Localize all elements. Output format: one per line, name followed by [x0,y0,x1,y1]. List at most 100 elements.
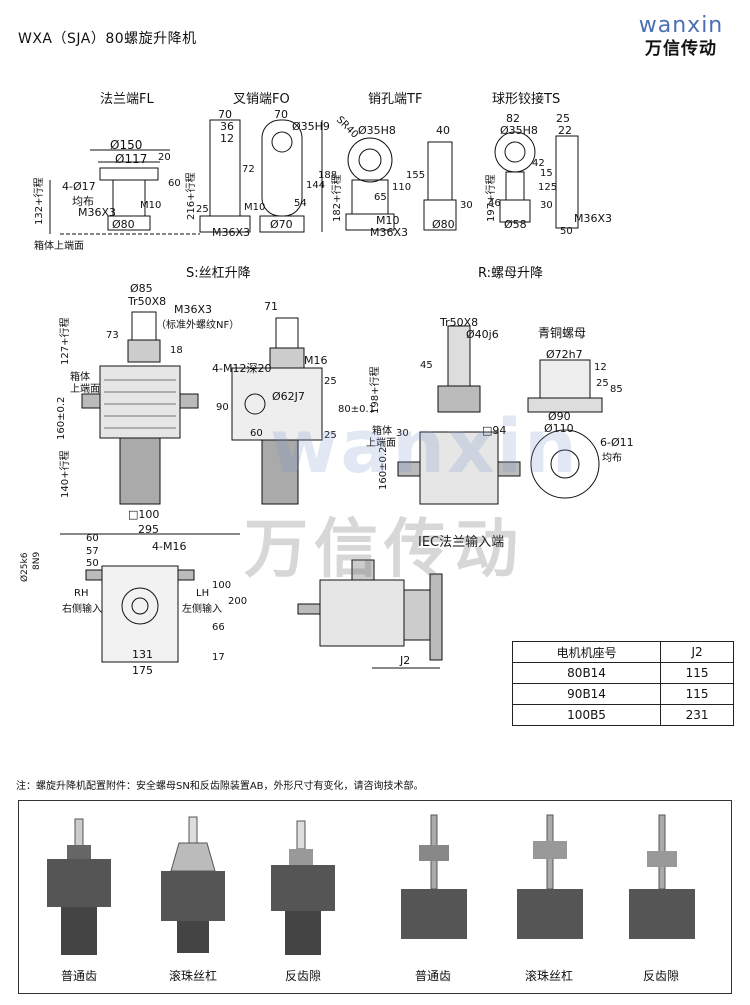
r-shaft-right [497,461,521,477]
end-fittings-drawing [49,119,579,235]
r-h160: 160±0.2 [378,446,389,490]
s-m12: 4-M12深20 [212,362,272,375]
r-tr: Tr50X8 [440,316,479,329]
bottom-m16: 4-M16 [152,540,187,553]
bottom-d25k6: Ø25k6 [20,552,30,582]
s-section-title: S:丝杠升降 [186,266,251,281]
fo-d36: 36 [220,120,234,133]
bottom-d50: 50 [86,558,99,569]
tf-m36: M36X3 [370,226,409,239]
bronze-d72: Ø72h7 [546,348,583,361]
fl-base [107,215,151,231]
iec-shaft [297,603,321,615]
s-side-nut [269,347,305,369]
tf-d80: Ø80 [432,218,455,231]
ts-d42: 42 [532,158,545,169]
s-h160: 160±0.2 [56,396,67,440]
footnote: 注：螺旋升降机配置附件：安全螺母SN和反齿隙装置AB，外形尺寸有变化，请咨询技术… [16,781,424,792]
bronze-nut-circle [530,429,600,499]
photo-label-1: 普通齿 [60,969,97,983]
ts-d22: 22 [558,124,572,137]
s-stroke-top: 127+行程 [60,317,71,365]
table-header-row: 电机机座号 J2 [511,641,734,663]
fo-d25: 25 [196,204,209,215]
photo-2 [161,816,225,953]
bronze-nut-body [539,359,591,401]
ts-d25: 25 [556,112,570,125]
fo-base [199,215,251,233]
table-header-cell: 电机机座号 [511,641,662,663]
bronze-holes-uniform: 均布 [602,453,622,464]
s-protect-tube [119,437,161,505]
fo-d144: 144 [306,180,326,191]
fo-d70c: Ø70 [270,218,293,231]
table-cell: 90B14 [511,683,662,705]
ts-d125: 125 [538,182,558,193]
fo-view [199,119,323,233]
iec-view [297,559,443,669]
table-cell: 231 [660,704,734,726]
fo-m36: M36X3 [212,226,251,239]
s-tr: Tr50X8 [128,295,167,308]
fl-title: 法兰端FL [100,92,154,107]
fo-front-base [259,215,305,233]
fl-d117: Ø117 [115,152,148,166]
tf-side [427,141,453,201]
s-housing [99,365,181,439]
s-d80: 80±0.1 [338,404,376,415]
tf-stroke: 182+行程 [332,174,343,222]
r-box-label: 箱体 [372,426,392,437]
bottom-lh-desc: 左侧输入 [182,604,222,615]
motor-table: 电机机座号 J2 80B14 115 90B14 115 100B5 231 [511,641,734,726]
ts-neck [505,171,525,201]
table-row: 90B14 115 [511,683,734,705]
ts-ball [504,141,526,163]
s-nf: （标准外螺纹NF） [156,320,240,331]
s-m16: M16 [304,354,328,367]
fo-d188: 188 [318,170,338,181]
fo-title: 叉销端FO [233,92,290,107]
plan-bore-inner [131,597,149,615]
bronze-d12: 12 [594,362,607,373]
ts-eye [494,131,536,173]
fl-dim60: 60 [168,178,181,189]
bronze-d90: Ø90 [548,410,571,423]
ts-side [555,135,579,229]
tf-pin-hole [358,148,382,172]
photo-label-5: 滚珠丝杠 [524,969,573,983]
bottom-rh: RH [74,588,89,599]
s-shaft-right [179,393,199,409]
tf-base [345,213,395,231]
s-side-housing [231,367,323,441]
bronze-holes: 6-Ø11 [600,436,634,449]
s-side-bore [244,393,266,415]
s-d60: 60 [250,428,263,439]
s-m36: M36X3 [174,303,213,316]
logo-cn-text: 万信传动 [645,39,717,59]
s-d100: □100 [128,508,160,521]
table-cell: 115 [660,683,734,705]
ts-d50: 50 [560,226,573,237]
bronze-title: 青铜螺母 [538,326,587,340]
bottom-d175: 175 [132,664,153,677]
fo-m10: M10 [244,202,266,213]
plan-shaft-right [177,569,195,581]
photo-3 [271,820,335,955]
table-cell: 100B5 [511,704,662,726]
tf-d40: 40 [436,124,450,137]
r-d45: 45 [420,360,433,371]
fo-d70b: 70 [274,108,288,121]
plan-shaft-left [85,569,103,581]
plan-bore-outer [121,587,159,625]
logo-wordmark: wanxin [625,14,737,38]
bottom-d131: 131 [132,648,153,661]
photo-1 [47,818,111,955]
tf-title: 销孔端TF [368,92,423,107]
s-d73: 73 [106,330,119,341]
r-d30: 30 [396,428,409,439]
fo-d70: 70 [218,108,232,121]
ts-view [494,131,579,229]
bronze-nut-flange [527,397,603,413]
ts-base [499,199,531,223]
tf-m10: M10 [376,214,400,227]
